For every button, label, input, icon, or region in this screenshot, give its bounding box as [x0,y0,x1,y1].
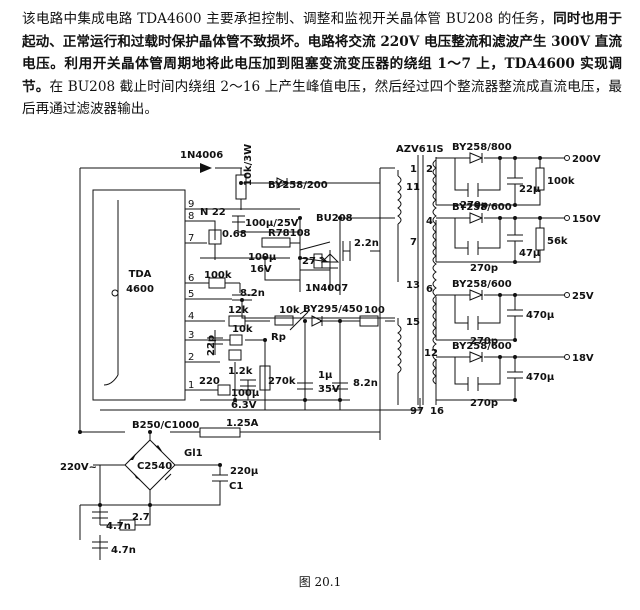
label-b250-c1000: B250/C1000 [132,420,199,431]
label-by295-450: BY295/450 [303,304,363,315]
transformer-pin: 12 [424,348,438,359]
ic-pin-label: 5 [188,289,194,300]
label-2-2n: 2.2n [354,238,379,249]
output-voltage-label: 18V [572,353,594,364]
ic-pin-label: 1 [188,380,194,391]
label-270k: 270k [268,376,296,387]
ic-pin-label: 6 [188,273,194,284]
output-load-label: 100k [547,176,575,187]
label-10k-3w: 10k/3W [243,144,254,186]
transformer-pin: 16 [430,406,444,417]
output-filter-cap-label: 470μ [526,372,555,383]
label-r78108: R78108 [268,228,311,239]
transformer-pin: 11 [406,182,420,193]
label-n22: N 22 [200,207,226,218]
label-c1: C1 [229,481,243,492]
transformer-pin: 15 [406,317,420,328]
output-voltage-label: 200V [572,154,601,165]
ic-name-line1: TDA [129,269,152,280]
transformer-pin: 1 [410,164,417,175]
output-filter-cap-label: 47μ [519,248,541,259]
label-c2540: C2540 [137,461,172,472]
label-6-3v: 6.3V [231,400,257,411]
label-35v: 35V [318,384,340,395]
label-1n4007: 1N4007 [305,283,348,294]
label-8-2n-bottom: 8.2n [353,378,378,389]
label-r-100: 100 [364,305,385,316]
output-cap-label: 270p [470,398,498,409]
transformer-pin: 7 [417,406,424,417]
label-12k: 12k [228,305,249,316]
output-diode-label: BY258/600 [452,279,512,290]
ic-internal-outline [103,200,119,386]
ic-pin-label: 2 [188,352,194,363]
ic-pin-label: 3 [188,330,194,341]
ic-tda4600-body [92,189,186,401]
label-16v: 16V [250,264,272,275]
label-4-7n-b: 4.7n [111,545,136,556]
output-diode-label: BY258/800 [452,142,512,153]
ic-pin-label: 8 [188,211,194,222]
output-voltage-label: 25V [572,291,594,302]
description-paragraph: 该电路中集成电路 TDA4600 主要承担控制、调整和监视开关晶体管 BU208… [22,8,622,121]
label-2-7: 2.7 [132,512,150,523]
label-r-27: 27 [302,256,316,267]
output-cap-label: 270p [470,263,498,274]
description-part-2: 同时也用于起动、正常运行和过载时保护晶体管不致损坏。电路将交流 220V 电压整… [22,11,622,95]
label-1n4006: 1N4006 [180,150,223,161]
transformer-pin: 9 [410,406,417,417]
label-1u: 1μ [318,370,333,381]
label-100u-25v: 100μ/25V [245,218,299,229]
transformer-pin: 4 [426,216,433,227]
label-gl1: Gl1 [184,448,203,459]
label-1-2k: 1.2k [228,366,253,377]
label-220: 220 [199,376,220,387]
label-22p: 22p [206,335,217,356]
transformer-pin: 2 [426,164,433,175]
output-cap-label: 270p [460,200,488,211]
label-100u: 100μ [248,252,277,263]
transformer-name: AZV61IS [396,144,444,155]
label-220u: 220μ [230,466,259,477]
output-voltage-label: 150V [572,214,601,225]
label-100u-b: 100μ [231,388,260,399]
output-cap-label: 270p [470,336,498,347]
ic-pin-label: 7 [188,233,194,244]
ic-pin-label: 4 [188,311,194,322]
output-diode-label: BY258/600 [452,341,512,352]
output-filter-cap-label: 22μ [519,184,541,195]
transformer-pin: 6 [426,284,433,295]
ic-pin-label: 9 [188,199,194,210]
label-r-068: 0.68 [222,229,247,240]
description-part-1: 该电路中集成电路 TDA4600 主要承担控制、调整和监视开关晶体管 BU208… [22,11,554,27]
description-part-3: 在 BU208 截止时间内绕组 2～16 上产生峰值电压，然后经过四个整流器整流… [22,78,622,118]
figure-caption: 图 20.1 [298,575,342,589]
output-filter-cap-label: 470μ [526,310,555,321]
label-bu208: BU208 [316,213,353,224]
label-8-2n-top: 8.2n [240,288,265,299]
output-load-label: 56k [547,236,568,247]
label-rp: Rp [271,332,286,343]
ic-name-line2: 4600 [126,284,154,295]
label-10k: 10k [232,324,253,335]
label-100k: 100k [204,270,232,281]
transformer-pin: 13 [406,280,420,291]
output-diode-label: BY258/600 [452,202,512,213]
transformer-pin: 7 [410,237,417,248]
label-fuse: 1.25A [226,418,259,429]
ic-pin1-marker [111,289,119,297]
label-4-7n-a: 4.7n [106,521,131,532]
label-ac-input: 220V~ [60,462,97,473]
label-pot-10k: 10k [279,305,300,316]
label-by258-200: BY258/200 [268,180,328,191]
